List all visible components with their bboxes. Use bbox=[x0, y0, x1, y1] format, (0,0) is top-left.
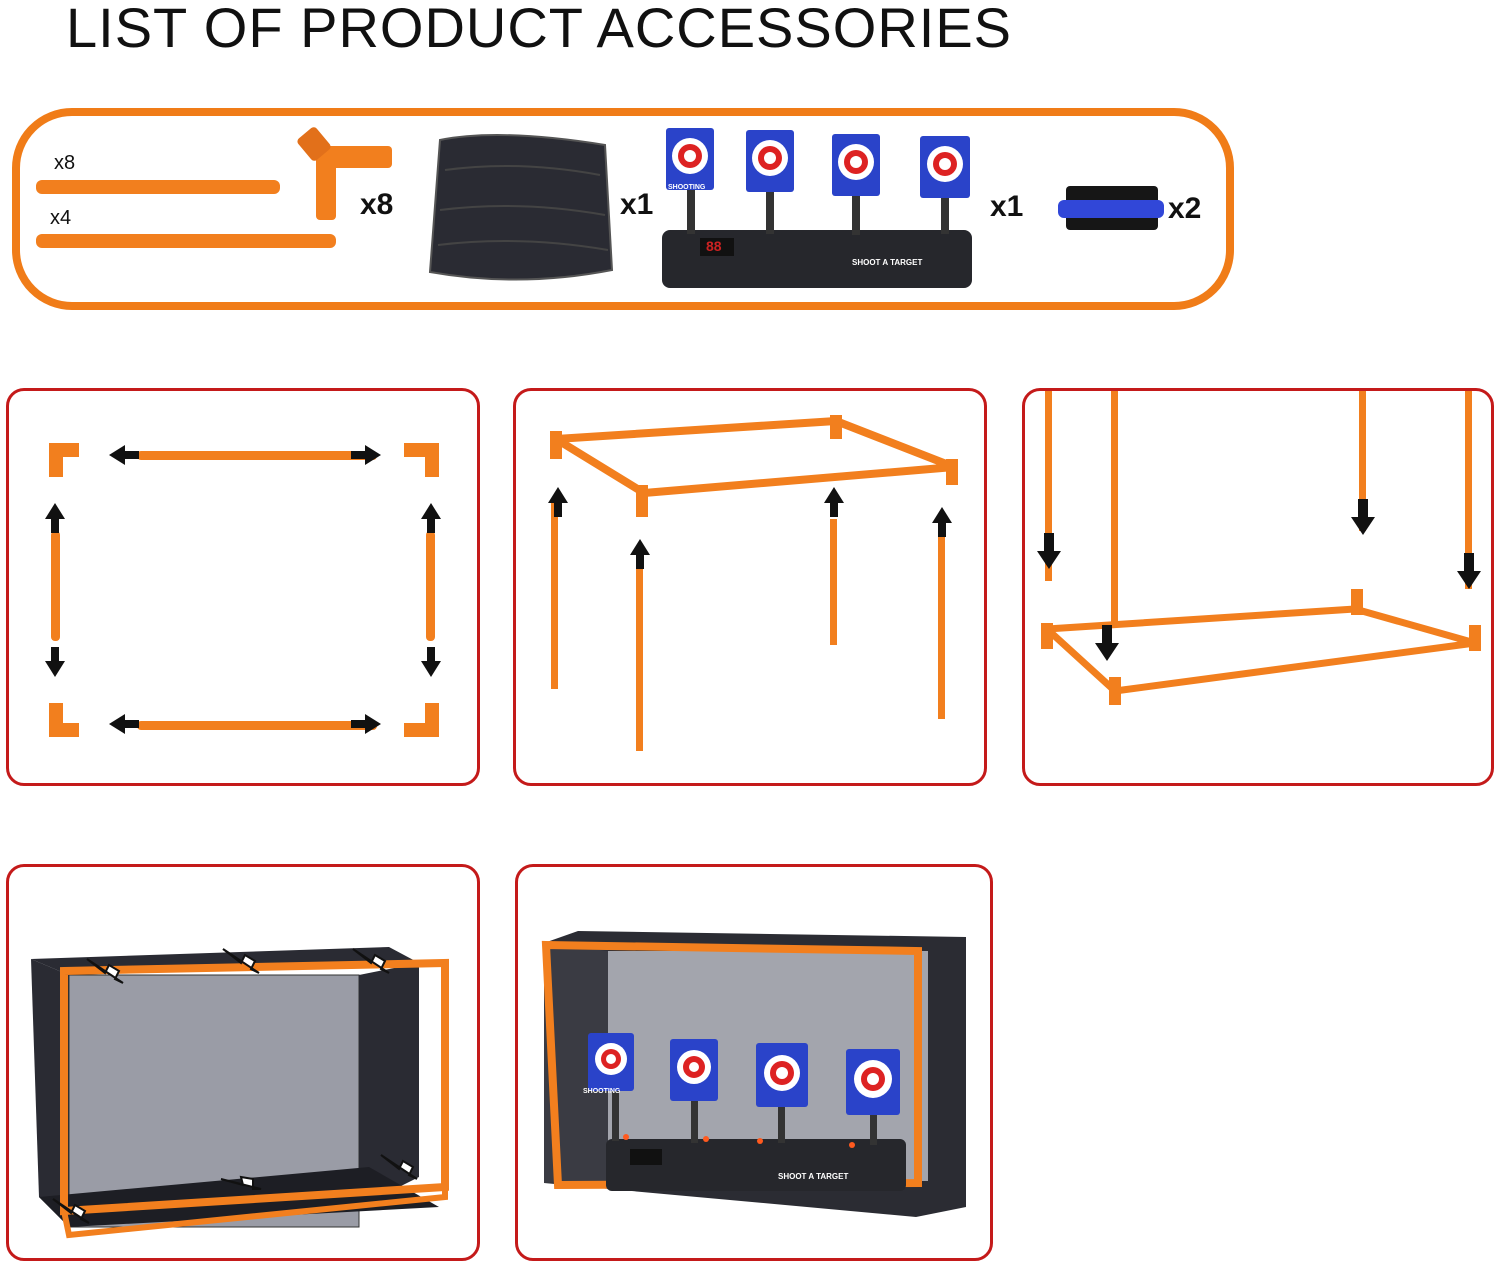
connector-piece bbox=[297, 127, 392, 220]
step-5-panel bbox=[515, 864, 993, 1261]
step-2-panel bbox=[513, 388, 987, 786]
step-3-illustration bbox=[1037, 391, 1481, 705]
target-qty: x1 bbox=[990, 190, 1024, 223]
step-1-panel bbox=[6, 388, 480, 786]
step-2-illustration bbox=[548, 415, 958, 751]
step-4-panel bbox=[6, 864, 480, 1261]
accessories-illustration bbox=[36, 127, 1164, 288]
net-qty: x1 bbox=[620, 188, 654, 221]
long-rods-qty: x8 bbox=[54, 152, 76, 174]
long-rod bbox=[36, 180, 280, 194]
accessories-box bbox=[12, 108, 1234, 310]
step-5-illustration bbox=[541, 931, 966, 1217]
target-set bbox=[662, 128, 972, 288]
short-rod bbox=[36, 234, 336, 248]
step-4-illustration bbox=[31, 947, 449, 1239]
short-rods-qty: x4 bbox=[50, 207, 72, 229]
step-1-illustration bbox=[45, 443, 441, 737]
connectors-qty: x8 bbox=[360, 188, 394, 221]
net-bag bbox=[428, 134, 614, 281]
display-digits: 88 bbox=[706, 238, 722, 254]
dart-holder bbox=[1058, 186, 1164, 230]
base-label: SHOOT A TARGET bbox=[852, 258, 923, 267]
page-title: LIST OF PRODUCT ACCESSORIES bbox=[66, 0, 1013, 59]
step-3-panel bbox=[1022, 388, 1494, 786]
step-5-target-label: SHOOTING bbox=[583, 1088, 621, 1095]
target-label: SHOOTING bbox=[668, 184, 706, 191]
step-5-base-label: SHOOT A TARGET bbox=[778, 1172, 849, 1181]
dart-holder-qty: x2 bbox=[1168, 192, 1202, 225]
